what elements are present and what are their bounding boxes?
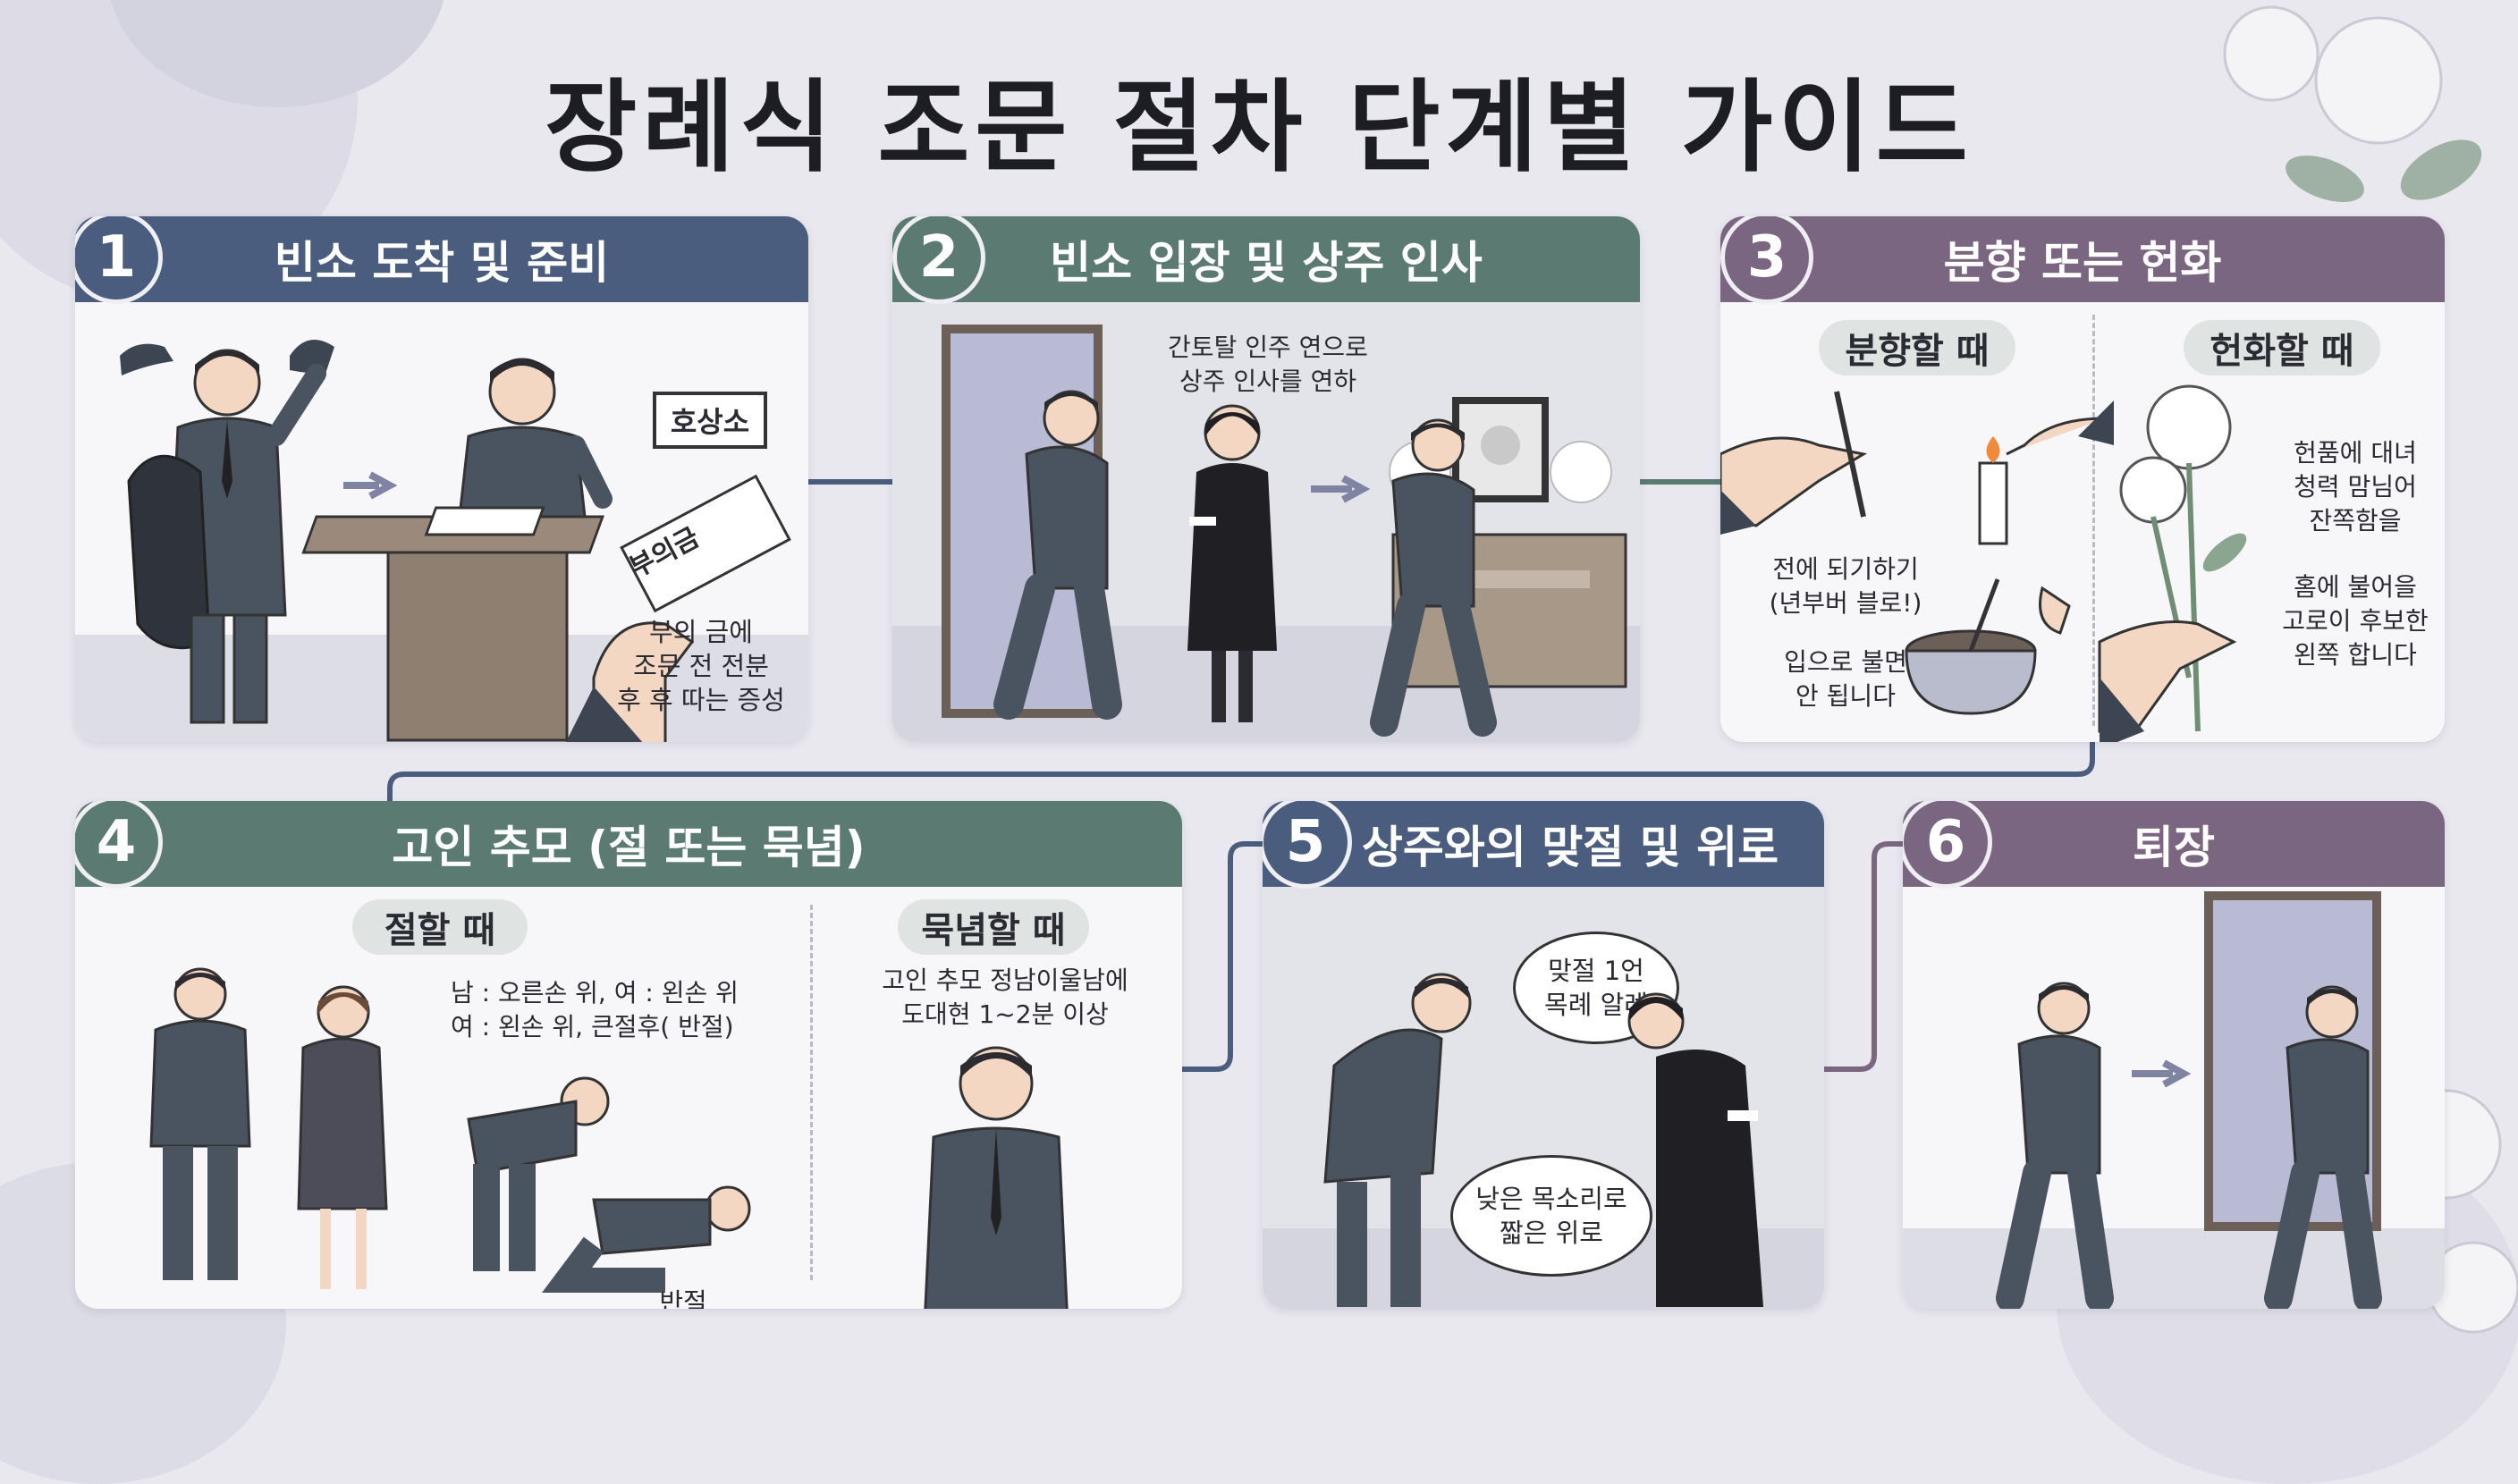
step-2-number: 2 [892,216,985,304]
note-line: 홈에 불어을 [2294,572,2417,602]
note-line: 상주 인사를 연하 [1179,367,1357,396]
man-signing-guestbook-icon [301,358,613,742]
note-line: 고인 추모 정남이울남에 [882,965,1128,995]
man-removing-hat-icon [120,340,334,724]
flower-note-1: 헌품에 대녀 청력 맘님어 잔쪽함을 [2266,436,2445,538]
step-1-panel: 빈소 도착 및 준비 호상소 [75,216,808,742]
man-standing-bow-icon [149,967,251,1280]
step-5-body: 맞절 1언 목례 알례 낮은 목소리로 짧은 위로 [1263,887,1824,1309]
hand-with-incense-icon [1720,391,1868,535]
half-bow-caption: 반절 [659,1287,707,1309]
condolence-money-note: 부의 금에 조문 전 전분 후 후 따는 증성 [612,615,790,717]
bubble-line: 짧은 위로 [1500,1218,1603,1248]
step-6-body [1903,887,2445,1309]
step-4-title: 고인 추모 (절 또는 묵념) [392,822,866,873]
incense-note-2: 입으로 불면 안 됩니다 [1756,645,1935,713]
step-3-body: 분향할 때 헌화할 때 전에 되기하기 (년부버 블로!) 입으로 불면 안 됩… [1720,302,2445,742]
step-1-body: 호상소 부의금 부의 금에 조문 전 전분 후 후 따는 증성 [75,302,808,742]
step-5-panel: 상주와의 맞절 및 위로 맞절 1언 목례 알례 낮은 목소리로 짧은 위로 [1263,801,1824,1309]
man-kneeling-bow-icon [542,1185,751,1293]
note-line: 조문 전 전분 [633,651,769,681]
connector-1-2 [808,479,892,485]
step-3-header: 분향 또는 헌화 [1720,216,2445,302]
arrow-right-icon [2132,1059,2192,1088]
step-6-header: 퇴장 [1903,801,2445,887]
man-exiting-icon [2264,985,2382,1309]
bubble-line: 맞절 1언 [1548,956,1644,986]
man-walking-to-altar-icon [1370,418,1497,737]
step-1-number: 1 [75,216,163,304]
step-5-header: 상주와의 맞절 및 위로 [1263,801,1824,887]
step-3-panel: 분향 또는 헌화 분향할 때 헌화할 때 전에 되기하기 (년부버 블로!) 입… [1720,216,2445,742]
bubble-line: 낮은 목소리로 [1475,1184,1627,1214]
note-line: 왼쪽 합니다 [2294,640,2417,670]
incense-label: 분향할 때 [1819,320,2015,375]
flower-note-2: 홈에 불어을 고로이 후보한 왼쪽 합니다 [2266,570,2445,672]
man-deep-bow-icon [467,1076,610,1271]
candle-icon [1978,401,2114,545]
step-4-body: 절할 때 묵념할 때 남 : 오른손 위, 여 : 왼손 위 여 : 왼손 위,… [75,887,1182,1309]
chief-mourner-bowing-icon [1627,992,1763,1307]
step-1-header: 빈소 도착 및 준비 [75,216,808,302]
arrow-right-icon [343,471,398,500]
step-1-title: 빈소 도착 및 준비 [274,237,610,289]
connector-2-3 [1640,479,1722,485]
chrysanthemum-decoration-icon [2223,5,2482,202]
step-3-number: 3 [1720,216,1813,304]
step-4-number: 4 [75,801,163,889]
step-6-number: 6 [1903,801,1992,889]
note-line: 부의 금에 [649,617,753,647]
step-2-title: 빈소 입장 및 상주 인사 [1050,237,1483,289]
step-3-title: 분향 또는 헌화 [1943,237,2222,289]
man-bowing-icon [993,390,1122,720]
incense-note-1: 전에 되기하기 (년부버 블로!) [1756,552,1935,620]
note-line: 청력 맘님어 [2294,472,2417,502]
note-line: 전에 되기하기 [1772,554,1919,584]
man-leaving-icon [1996,982,2114,1309]
note-line: 안 됩니다 [1796,681,1896,711]
page-title: 장례식 조문 절차 단계별 가이드 [545,69,1973,186]
note-line: 남 : 오른손 위, 여 : 왼손 위 [451,978,739,1008]
silence-label: 묵념할 때 [898,899,1089,955]
bow-label: 절할 때 [352,899,528,955]
note-line: 도대현 1~2분 이상 [901,999,1109,1029]
note-line: (년부버 블로!) [1769,588,1922,618]
arrow-right-icon [1311,475,1371,503]
flower-label: 헌화할 때 [2184,320,2380,375]
step-5-number: 5 [1263,801,1352,889]
greeting-note: 간토탈 인주 연으로 상주 인사를 연하 [1134,331,1402,399]
step-4-header: 고인 추모 (절 또는 묵념) [75,801,1182,887]
step-6-title: 퇴장 [2133,822,2215,873]
step-4-panel: 고인 추모 (절 또는 묵념) 절할 때 묵념할 때 남 : 오른손 위, 여 … [75,801,1182,1309]
reception-sign: 호상소 [653,392,767,449]
step-6-panel: 퇴장 6 [1903,801,2445,1309]
hand-holding-chrysanthemum-icon [2098,384,2247,742]
hand-holding-envelope-icon [566,474,791,742]
silence-note: 고인 추모 정남이울남에 도대현 1~2분 이상 [853,964,1157,1032]
chief-mourner-woman-icon [1187,404,1277,722]
step-2-header: 빈소 입장 및 상주 인사 [892,216,1640,302]
step-2-panel: 빈소 입장 및 상주 인사 [892,216,1640,742]
man-silent-tribute-icon [924,1046,1069,1309]
woman-standing-bow-icon [297,985,388,1289]
incense-burner-icon [1905,578,2071,715]
note-line: 후 후 따는 증성 [617,685,785,715]
bow-hand-note: 남 : 오른손 위, 여 : 왼손 위 여 : 왼손 위, 큰절후( 반절) [451,976,799,1044]
section-divider [810,905,813,1280]
note-line: 간토탈 인주 연으로 [1168,333,1368,362]
step-2-body: 간토탈 인주 연으로 상주 인사를 연하 [892,302,1640,742]
man-bowing-to-mourner-icon [1323,973,1472,1307]
note-line: 입으로 불면 [1784,647,1907,677]
note-line: 헌품에 대녀 [2294,438,2417,468]
section-divider [2092,315,2095,726]
step-5-title: 상주와의 맞절 및 위로 [1361,822,1779,873]
condolence-words-bubble: 낮은 목소리로 짧은 위로 [1450,1155,1652,1277]
note-line: 여 : 왼손 위, 큰절후( 반절) [451,1012,734,1041]
note-line: 잔쪽함을 [2309,506,2402,535]
note-line: 고로이 후보한 [2282,606,2429,636]
